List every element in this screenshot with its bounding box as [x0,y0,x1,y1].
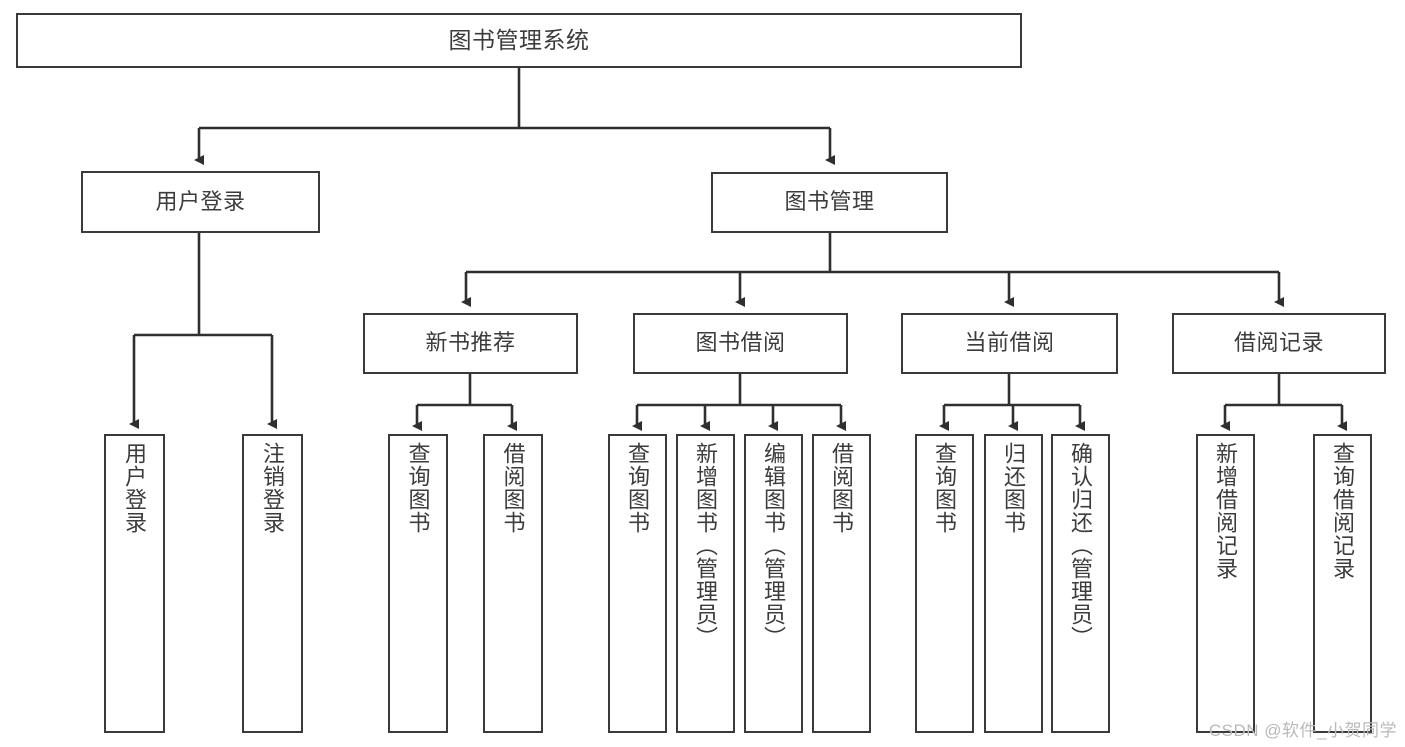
node-new-book-recommend-label: 新书推荐 [425,330,516,356]
node-root-label: 图书管理系统 [448,26,590,53]
node-leaf-current-return-book-label: 归还图书 [1001,442,1027,534]
node-leaf-record-add-label: 新增借阅记录 [1213,442,1239,580]
node-leaf-rec-borrow-book[interactable]: 借阅图书 [483,434,543,733]
node-leaf-record-query[interactable]: 查询借阅记录 [1313,434,1372,733]
node-leaf-borrow-add-book-label: 新增图书（管理员） [693,442,719,649]
watermark: CSDN @软件_小贺同学 [1208,721,1397,740]
node-leaf-rec-borrow-book-label: 借阅图书 [500,442,526,534]
node-book-borrow-label: 图书借阅 [695,330,786,356]
node-leaf-borrow-edit-book[interactable]: 编辑图书（管理员） [744,434,803,733]
node-leaf-user-logout-label: 注销登录 [260,442,286,534]
node-leaf-current-confirm-return-label: 确认归还（管理员） [1068,442,1094,649]
node-leaf-borrow-borrow-book[interactable]: 借阅图书 [812,434,871,733]
node-leaf-borrow-query-book[interactable]: 查询图书 [608,434,667,733]
node-leaf-current-confirm-return[interactable]: 确认归还（管理员） [1051,434,1110,733]
node-leaf-borrow-query-book-label: 查询图书 [625,442,651,534]
node-leaf-rec-query-book-label: 查询图书 [405,442,431,534]
node-borrow-record[interactable]: 借阅记录 [1172,313,1386,374]
node-leaf-current-query-book-label: 查询图书 [932,442,958,534]
node-leaf-record-query-label: 查询借阅记录 [1330,442,1356,580]
node-root[interactable]: 图书管理系统 [16,13,1022,68]
node-leaf-borrow-edit-book-label: 编辑图书（管理员） [761,442,787,649]
node-book-borrow[interactable]: 图书借阅 [633,313,848,374]
node-book-manage-label: 图书管理 [784,189,875,215]
node-leaf-rec-query-book[interactable]: 查询图书 [388,434,448,733]
node-leaf-user-logout[interactable]: 注销登录 [242,434,303,733]
node-borrow-record-label: 借阅记录 [1233,330,1324,356]
node-user-login[interactable]: 用户登录 [81,171,320,233]
node-current-borrow[interactable]: 当前借阅 [901,313,1118,374]
node-new-book-recommend[interactable]: 新书推荐 [363,313,578,374]
node-leaf-current-return-book[interactable]: 归还图书 [984,434,1043,733]
node-current-borrow-label: 当前借阅 [964,330,1055,356]
node-leaf-current-query-book[interactable]: 查询图书 [915,434,974,733]
node-book-manage[interactable]: 图书管理 [711,172,948,233]
node-leaf-user-login[interactable]: 用户登录 [104,434,165,733]
node-leaf-borrow-add-book[interactable]: 新增图书（管理员） [676,434,735,733]
node-user-login-label: 用户登录 [155,188,246,214]
node-leaf-record-add[interactable]: 新增借阅记录 [1196,434,1255,733]
node-leaf-borrow-borrow-book-label: 借阅图书 [829,442,855,534]
node-leaf-user-login-label: 用户登录 [122,442,148,534]
